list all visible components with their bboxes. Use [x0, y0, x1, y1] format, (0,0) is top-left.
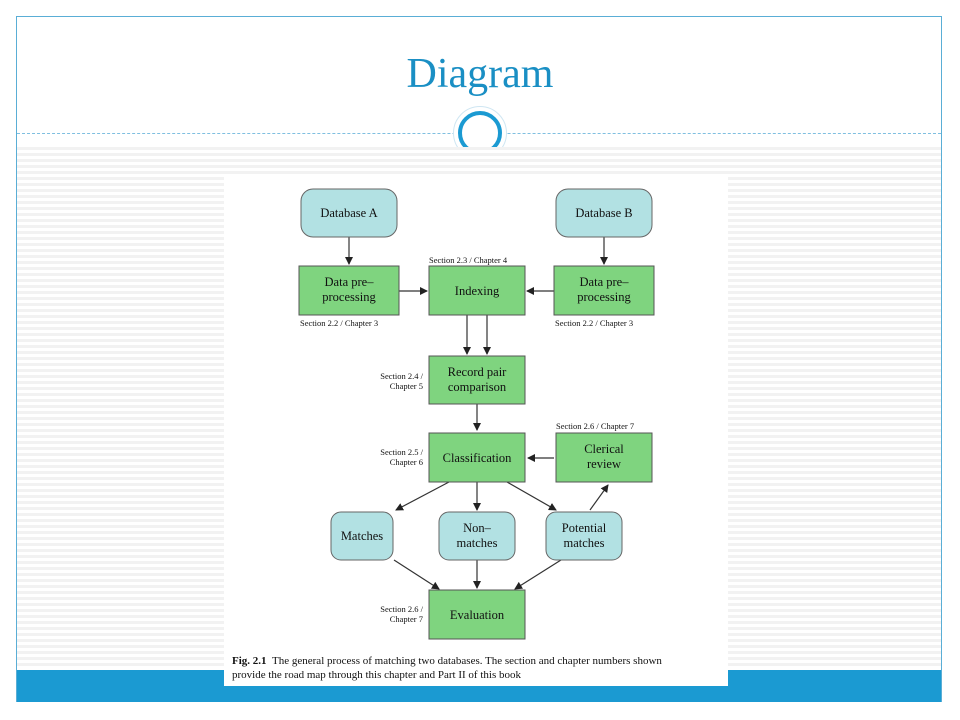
annotation-classification-2: Chapter 6	[390, 457, 423, 467]
annotation-classification-1: Section 2.5 /	[380, 447, 423, 457]
annotation-evaluation-1: Section 2.6 /	[380, 604, 423, 614]
annotation-indexing: Section 2.3 / Chapter 4	[429, 255, 508, 265]
node-database-a	[300, 188, 398, 238]
figure-caption: Fig. 2.1 The general process of matching…	[232, 654, 727, 682]
node-preproc-b-line1: Data pre–	[580, 275, 630, 289]
node-database-b	[555, 188, 653, 238]
flow-arrows	[345, 236, 609, 590]
arrow-matches-evaluation	[393, 559, 440, 590]
node-matches-label: Matches	[341, 529, 383, 543]
node-preproc-a-line1: Data pre–	[325, 275, 375, 289]
node-record-pair-line1: Record pair	[448, 365, 507, 379]
flow-diagram: Database A Database B Matches Non– match…	[298, 188, 655, 640]
node-non-matches	[438, 511, 516, 561]
arrow-potential-clerical	[589, 484, 609, 511]
annotation-evaluation-2: Chapter 7	[390, 614, 423, 624]
arrow-classification-potential	[506, 481, 557, 511]
annotation-record-pair-1: Section 2.4 /	[380, 371, 423, 381]
arrow-potential-evaluation	[514, 559, 562, 590]
node-potential-line1: Potential	[562, 521, 607, 535]
node-record-pair-line2: comparison	[448, 380, 507, 394]
figure-caption-label: Fig. 2.1	[232, 655, 267, 667]
annotation-preproc-b: Section 2.2 / Chapter 3	[555, 318, 633, 328]
node-indexing-label: Indexing	[455, 284, 500, 298]
node-indexing	[428, 265, 526, 316]
node-potential-matches	[545, 511, 623, 561]
node-clerical-line2: review	[587, 457, 621, 471]
slide-title: Diagram	[406, 51, 554, 97]
node-record-pair-comparison	[428, 355, 526, 405]
node-preprocessing-b	[553, 265, 655, 316]
node-classification-label: Classification	[443, 451, 512, 465]
node-potential-line2: matches	[564, 536, 605, 550]
figure-caption-line1: The general process of matching two data…	[272, 655, 662, 667]
node-clerical-review	[555, 432, 653, 483]
node-preproc-b-line2: processing	[577, 290, 631, 304]
node-evaluation-label: Evaluation	[450, 608, 505, 622]
node-matches	[330, 511, 394, 561]
node-database-a-label: Database A	[320, 206, 377, 220]
figure-caption-line2: provide the road map through this chapte…	[232, 669, 521, 681]
annotation-preproc-a: Section 2.2 / Chapter 3	[300, 318, 378, 328]
arrow-classification-matches	[395, 481, 450, 511]
node-non-matches-line2: matches	[457, 536, 498, 550]
annotation-record-pair-2: Chapter 5	[390, 381, 423, 391]
node-clerical-line1: Clerical	[584, 442, 624, 456]
annotation-clerical: Section 2.6 / Chapter 7	[556, 421, 634, 431]
node-preproc-a-line2: processing	[322, 290, 376, 304]
node-evaluation	[428, 589, 526, 640]
node-preprocessing-a	[298, 265, 400, 316]
node-database-b-label: Database B	[575, 206, 632, 220]
node-classification	[428, 432, 526, 483]
figure-panel: Database A Database B Matches Non– match…	[224, 176, 728, 686]
node-non-matches-line1: Non–	[463, 521, 492, 535]
